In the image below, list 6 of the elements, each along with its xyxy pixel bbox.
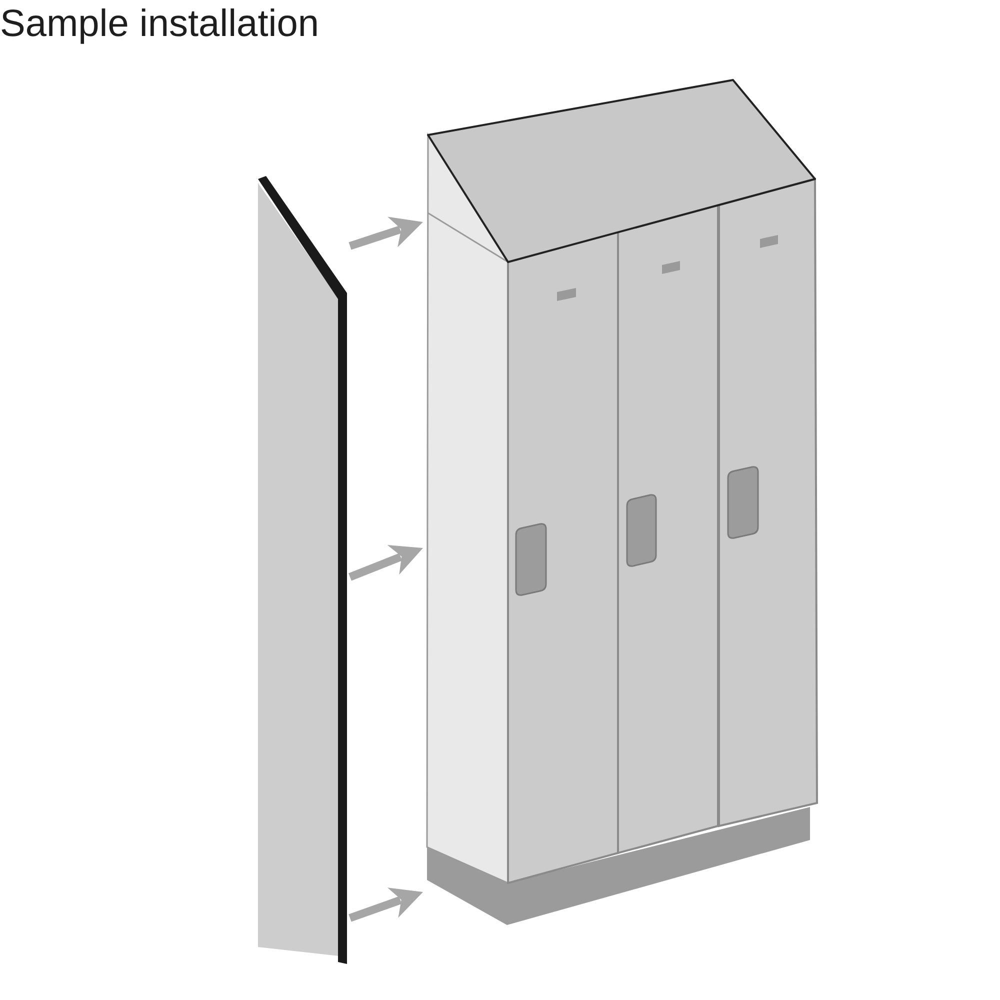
arrow: [348, 888, 424, 922]
arrow: [348, 216, 424, 250]
arrow: [348, 544, 424, 581]
side-panel-drawing: [257, 175, 349, 965]
title: Sample installation: [0, 2, 319, 46]
locker-drawing: [424, 79, 820, 927]
